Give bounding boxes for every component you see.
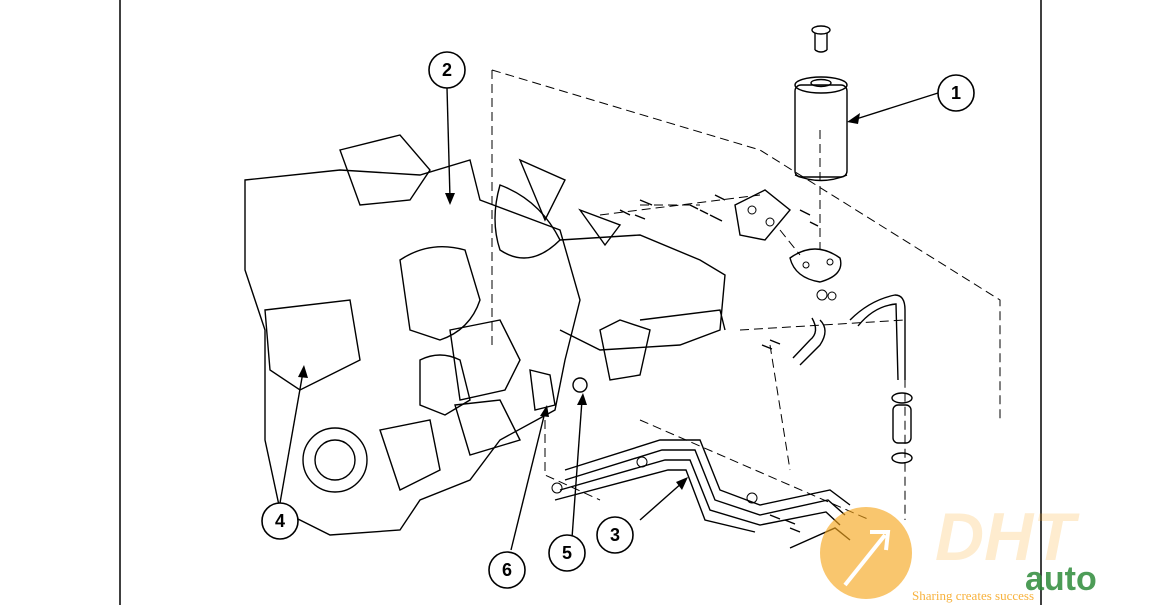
callout-3: 3	[596, 516, 634, 554]
dashed-guide-lines	[491, 69, 1001, 521]
watermark-logo-text: DHT	[935, 499, 1080, 575]
callout-2-label: 2	[442, 60, 452, 80]
callout-1: 1	[937, 74, 975, 112]
callout-6-label: 6	[502, 560, 512, 580]
callout-6: 6	[488, 551, 526, 589]
callout-5: 5	[548, 534, 586, 572]
callout-3-label: 3	[610, 525, 620, 545]
filter-canister	[794, 25, 848, 182]
hydraulic-tube-assembly	[551, 439, 851, 549]
callout-1-label: 1	[951, 83, 961, 103]
filter-head-assembly	[619, 189, 842, 301]
watermark-tagline: Sharing creates success	[912, 588, 1034, 603]
watermark-arrow-icon	[843, 530, 891, 587]
callout-5-label: 5	[562, 543, 572, 563]
engine-block	[244, 134, 622, 536]
callout-4-label: 4	[275, 511, 285, 531]
callout-4: 4	[261, 502, 299, 540]
watermark-brand-text: auto	[1025, 560, 1097, 598]
hose-assembly	[761, 294, 913, 464]
callout-2: 2	[428, 51, 466, 89]
leader-lines	[279, 87, 939, 551]
watermark-arrow-circle	[820, 507, 912, 599]
watermark-logo: DHT auto Sharing creates success	[820, 499, 1097, 603]
chassis-frame	[559, 234, 726, 381]
